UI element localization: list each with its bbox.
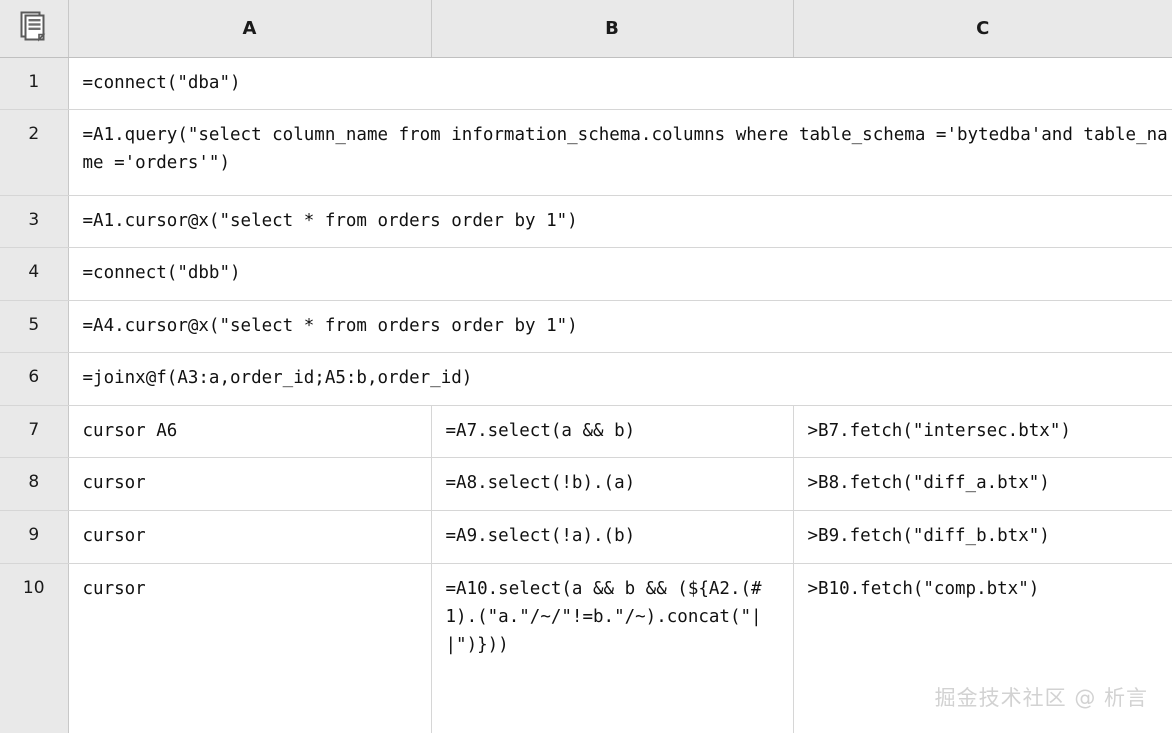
cell-a10[interactable]: cursor: [68, 563, 432, 733]
table-row: 2 =A1.query("select column_name from inf…: [0, 109, 1172, 196]
table-row: 3 =A1.cursor@x("select * from orders ord…: [0, 195, 1172, 248]
cell-b10[interactable]: =A10.select(a && b && (${A2.(#1).("a."/~…: [431, 563, 794, 733]
row-header-7[interactable]: 7: [0, 405, 69, 458]
row-header-9[interactable]: 9: [0, 510, 69, 564]
column-header-a[interactable]: A: [68, 0, 432, 58]
cell-c7[interactable]: >B7.fetch("intersec.btx"): [793, 405, 1172, 458]
cell-a3[interactable]: =A1.cursor@x("select * from orders order…: [68, 195, 1172, 248]
cell-a7[interactable]: cursor A6: [68, 405, 432, 458]
row-header-8[interactable]: 8: [0, 457, 69, 511]
cell-b9[interactable]: =A9.select(!a).(b): [431, 510, 794, 564]
stacked-pages-icon: [19, 10, 49, 42]
cell-a5[interactable]: =A4.cursor@x("select * from orders order…: [68, 300, 1172, 353]
row-header-6[interactable]: 6: [0, 352, 69, 406]
table-row: 1 =connect("dba"): [0, 57, 1172, 110]
column-header-row: A B C: [0, 0, 1172, 58]
cell-a2[interactable]: =A1.query("select column_name from infor…: [68, 109, 1172, 196]
cell-a4[interactable]: =connect("dbb"): [68, 247, 1172, 301]
cell-c10[interactable]: >B10.fetch("comp.btx"): [793, 563, 1172, 733]
cell-c8[interactable]: >B8.fetch("diff_a.btx"): [793, 457, 1172, 511]
table-row: 9 cursor =A9.select(!a).(b) >B9.fetch("d…: [0, 510, 1172, 564]
table-row: 7 cursor A6 =A7.select(a && b) >B7.fetch…: [0, 405, 1172, 458]
row-header-2[interactable]: 2: [0, 109, 69, 196]
row-header-4[interactable]: 4: [0, 247, 69, 301]
cell-a1[interactable]: =connect("dba"): [68, 57, 1172, 110]
row-header-1[interactable]: 1: [0, 57, 69, 110]
select-all-corner[interactable]: [0, 0, 69, 58]
table-row: 10 cursor =A10.select(a && b && (${A2.(#…: [0, 563, 1172, 733]
row-header-5[interactable]: 5: [0, 300, 69, 353]
table-row: 4 =connect("dbb"): [0, 247, 1172, 301]
cell-a6[interactable]: =joinx@f(A3:a,order_id;A5:b,order_id): [68, 352, 1172, 406]
column-header-c[interactable]: C: [793, 0, 1172, 58]
cell-b7[interactable]: =A7.select(a && b): [431, 405, 794, 458]
table-row: 6 =joinx@f(A3:a,order_id;A5:b,order_id): [0, 352, 1172, 406]
cell-c9[interactable]: >B9.fetch("diff_b.btx"): [793, 510, 1172, 564]
cell-a8[interactable]: cursor: [68, 457, 432, 511]
table-row: 8 cursor =A8.select(!b).(a) >B8.fetch("d…: [0, 457, 1172, 511]
row-header-10[interactable]: 10: [0, 563, 69, 733]
cell-b8[interactable]: =A8.select(!b).(a): [431, 457, 794, 511]
column-header-b[interactable]: B: [431, 0, 794, 58]
row-header-3[interactable]: 3: [0, 195, 69, 248]
cell-a9[interactable]: cursor: [68, 510, 432, 564]
table-row: 5 =A4.cursor@x("select * from orders ord…: [0, 300, 1172, 353]
